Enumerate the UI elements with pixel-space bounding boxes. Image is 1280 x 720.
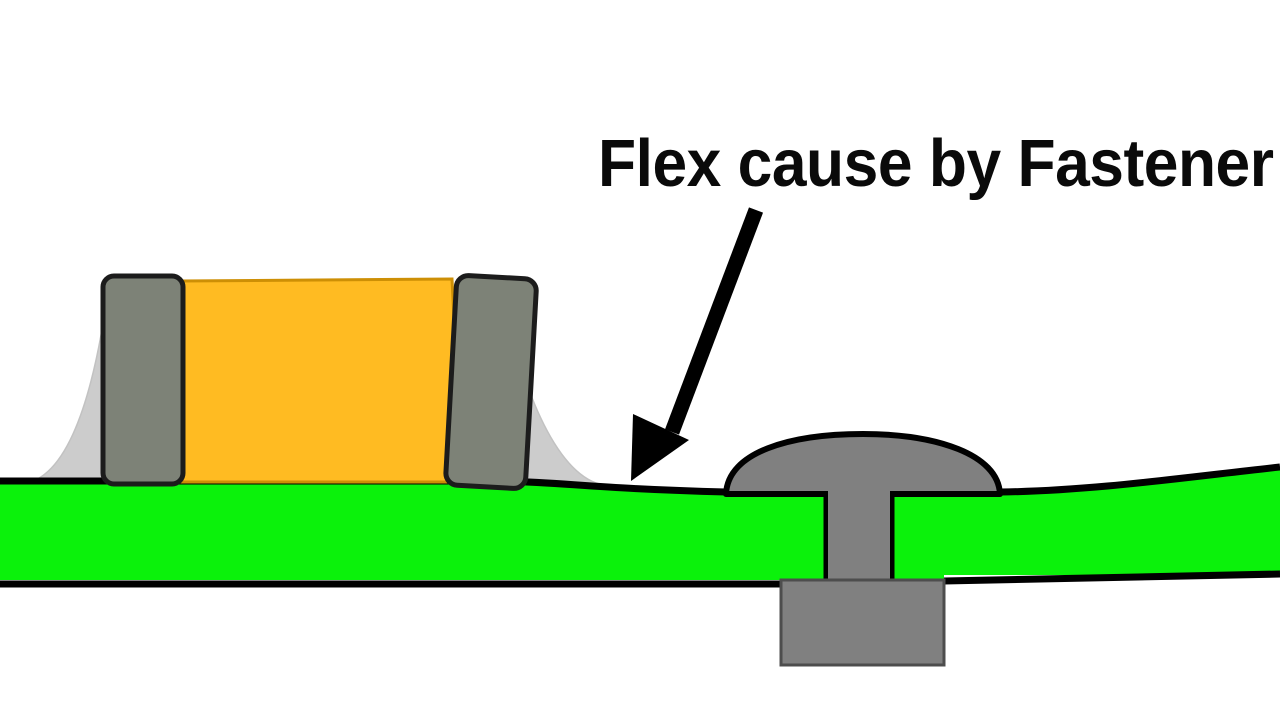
chip-terminal-right <box>443 273 539 491</box>
fastener <box>723 431 1003 667</box>
pcb-bottom-edge-right <box>943 570 1280 585</box>
callout-arrow-head <box>631 414 689 481</box>
pcb-body <box>0 481 825 580</box>
smt-component <box>100 273 539 491</box>
chip-terminal-left <box>100 273 186 487</box>
callout-arrow <box>631 207 764 481</box>
fastener-shaft <box>828 470 890 588</box>
callout-label: Flex cause by Fastener <box>598 126 1274 201</box>
pcb-board <box>0 463 1280 588</box>
fastener-head-dome <box>723 431 1003 497</box>
callout-arrow-shaft <box>664 207 764 435</box>
pcb-top-edge-right <box>893 463 1280 496</box>
fastener-nut-block <box>779 578 946 667</box>
chip-body <box>178 277 464 484</box>
